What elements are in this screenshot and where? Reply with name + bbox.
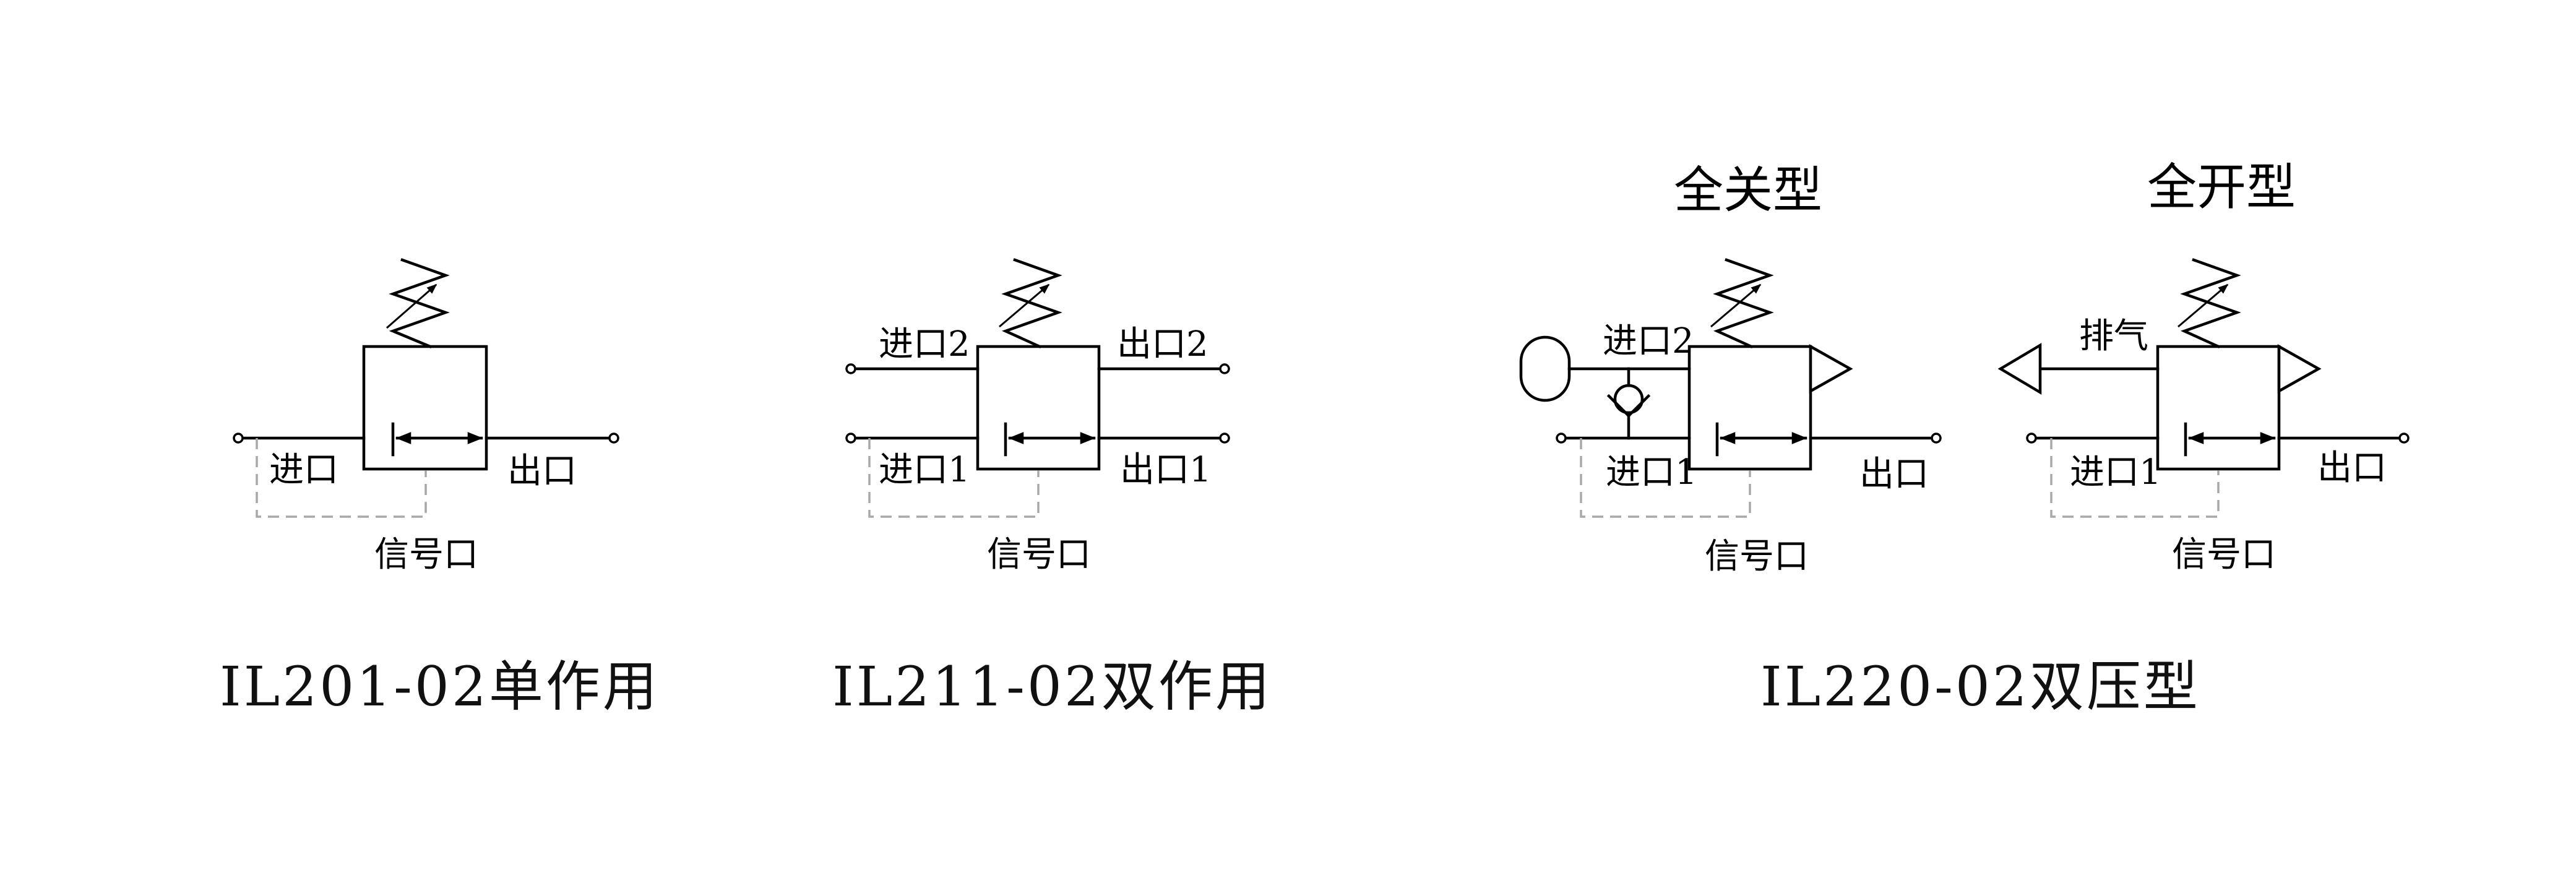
adjust-arrow-icon	[2178, 283, 2229, 328]
spring-icon	[389, 258, 450, 348]
spring-icon	[2180, 258, 2241, 348]
label-outlet: 出口	[2317, 448, 2387, 488]
valve-body	[362, 345, 488, 471]
check-valve-seat-icon	[1606, 394, 1651, 418]
exhaust-triangle-icon	[2277, 344, 2322, 394]
outlet-port	[2398, 433, 2410, 444]
pilot-capsule-icon	[1519, 335, 1571, 402]
adjust-arrow-icon	[386, 283, 437, 329]
label-outlet: 出口	[507, 451, 577, 491]
label-inlet1: 进口1	[879, 450, 970, 490]
label-inlet2: 进口2	[1603, 321, 1694, 361]
spring-icon	[1001, 258, 1062, 348]
label-outlet2: 出口2	[1117, 324, 1208, 364]
valve-body	[976, 345, 1101, 471]
adjust-arrow-icon	[1710, 283, 1762, 328]
valve-il220-normally-open: 全开型 排气 进口1 出口 信号口	[1997, 158, 2410, 575]
spring-icon	[1713, 258, 1774, 348]
label-inlet1: 进口1	[2070, 452, 2161, 493]
outlet-port	[1931, 433, 1942, 444]
inlet1-port	[845, 433, 856, 444]
label-inlet: 进口	[269, 450, 338, 490]
outlet1-port	[1219, 433, 1230, 444]
signal-pilot-line	[2050, 438, 2220, 518]
header-normally-closed: 全关型	[1674, 162, 1822, 219]
label-inlet1: 进口1	[1606, 452, 1697, 493]
outlet-port	[608, 433, 619, 444]
valve-il220-normally-closed: 全关型 进口2 进口1 出口 信号口	[1519, 162, 1942, 577]
caption-il220: IL220-02双压型	[1760, 655, 2200, 718]
inlet1-port	[1556, 433, 1567, 444]
label-outlet1: 出口1	[1120, 450, 1212, 490]
inlet-port	[233, 433, 244, 444]
label-signal: 信号口	[1705, 536, 1809, 577]
label-signal: 信号口	[374, 535, 478, 575]
caption-il211: IL211-02双作用	[832, 655, 1272, 718]
outlet2-port	[1219, 363, 1230, 374]
exhaust-left-triangle-icon	[1997, 343, 2042, 395]
valve-il201: 进口 出口 信号口 IL201-02单作用	[220, 258, 660, 718]
caption-il201: IL201-02单作用	[220, 655, 660, 718]
label-exhaust: 排气	[2079, 316, 2148, 356]
label-signal: 信号口	[2172, 535, 2276, 575]
adjust-arrow-icon	[999, 283, 1050, 328]
label-outlet: 出口	[1859, 454, 1929, 494]
signal-pilot-line	[256, 438, 427, 518]
label-signal: 信号口	[987, 535, 1091, 575]
valve-body	[1687, 345, 1812, 471]
check-valve-ball-icon	[1613, 384, 1644, 415]
exhaust-triangle-icon	[1809, 344, 1853, 394]
valve-body	[2156, 345, 2281, 471]
signal-pilot-line	[1580, 438, 1751, 518]
label-inlet2: 进口2	[879, 324, 970, 364]
valve-il211: 进口2 出口2 进口1 出口1 信号口 IL211-02双作用	[832, 258, 1272, 718]
signal-pilot-line	[868, 438, 1040, 518]
header-normally-open: 全开型	[2147, 158, 2296, 216]
inlet2-port	[845, 363, 856, 374]
inlet1-port	[2026, 433, 2037, 444]
